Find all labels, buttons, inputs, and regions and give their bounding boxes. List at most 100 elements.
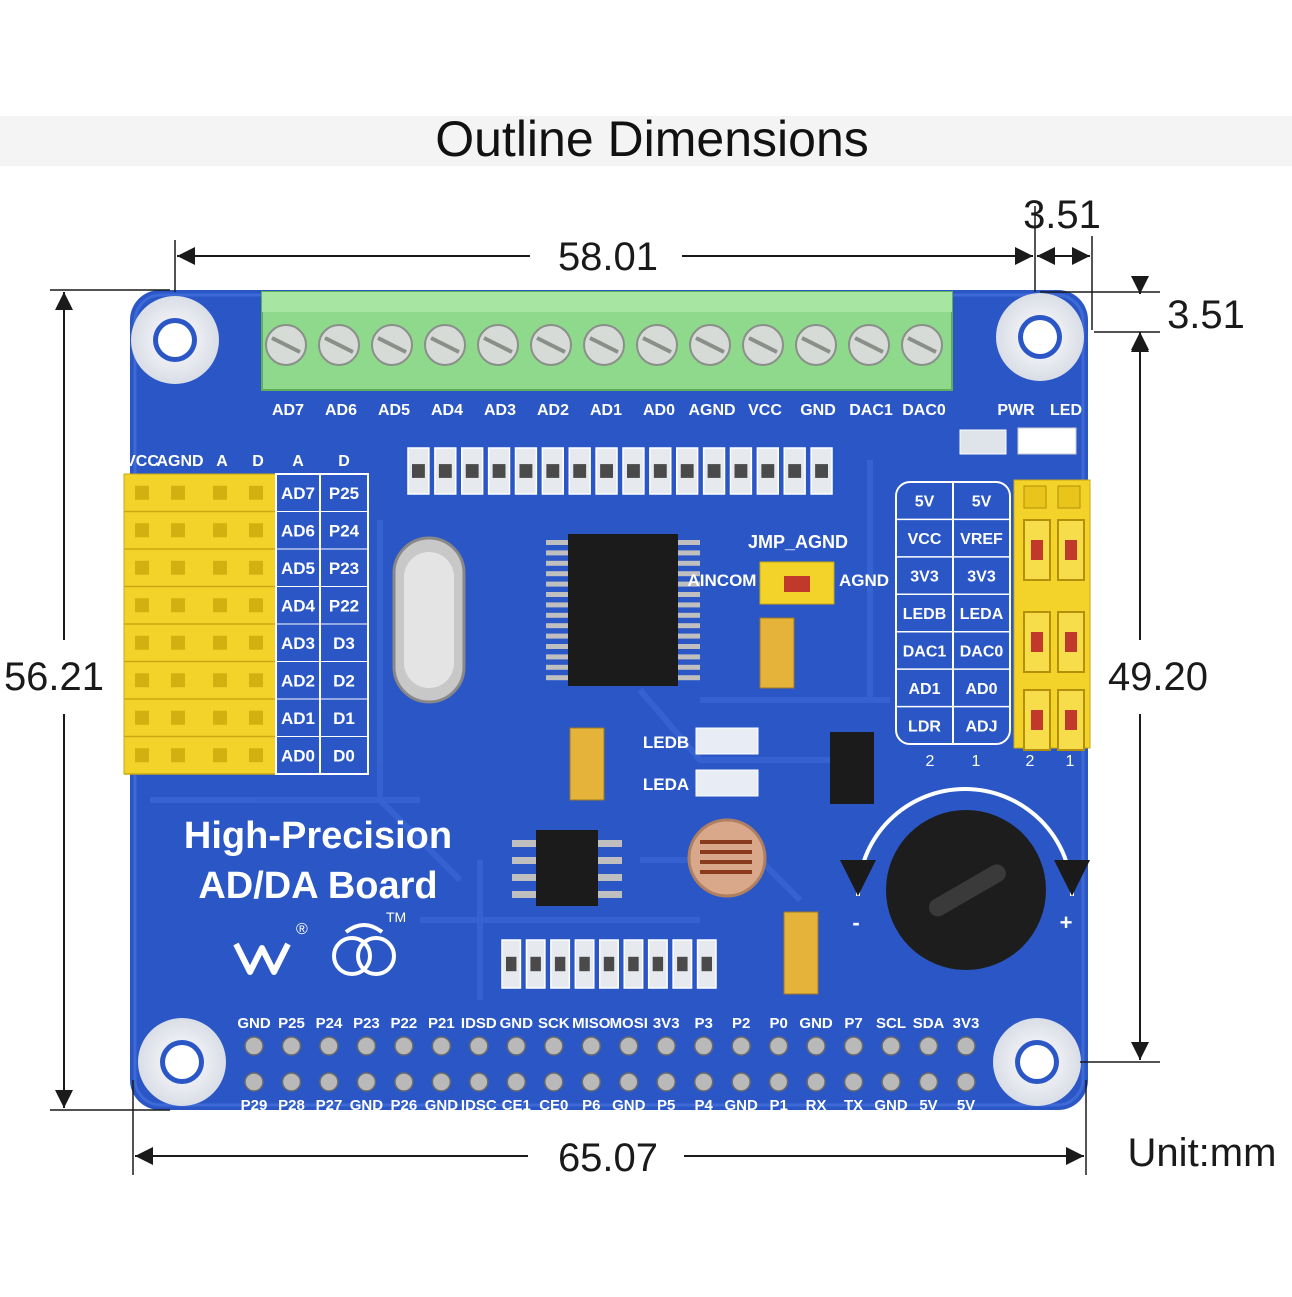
ledb-smd [695,727,759,755]
gpio-bottom-label: P5 [657,1097,675,1114]
header-pin [213,673,227,688]
terminal-label: DAC0 [902,402,946,419]
header-pin [171,710,185,725]
header-pin [135,523,149,538]
gpio-pin [731,1036,751,1056]
gpio-pin [506,1036,527,1056]
gpio-top-label: SCL [876,1015,906,1032]
header-pin [213,485,227,500]
mounting-hole-bottom-right [993,1018,1081,1106]
left-header-d-label: P25 [329,484,359,503]
adc-chip [546,534,700,686]
jumper-cap [1023,519,1051,581]
raspberry-logo: TM [332,909,406,976]
jumper-pin-number: 2 [1026,753,1035,770]
gpio-pin [469,1072,489,1092]
mounting-hole-top-left [131,296,219,384]
header-pin [249,560,263,575]
header-pin [171,748,185,763]
left-header-a-label: AD3 [281,634,315,653]
jumper-table-cell: AD0 [965,681,997,698]
header-pin [249,523,263,538]
gpio-top-label: P24 [316,1015,343,1032]
pot-minus: - [852,910,859,935]
gpio-pin [956,1036,976,1056]
gpio-top-label: P22 [391,1015,418,1032]
left-header-top-label: AGND [156,453,203,470]
gpio-bottom-label: GND [724,1097,758,1114]
jumper-table-cell: LEDB [903,606,947,623]
jumper-table-cell: 3V3 [910,569,939,586]
gpio-pin [881,1036,901,1056]
header-pin [135,710,149,725]
gpio-pin [281,1072,302,1092]
jumper-table-col-number: 1 [972,753,981,770]
board-name-line1: High-Precision [184,815,452,857]
dim-corner-y-value: 3.51 [1167,293,1245,337]
title-band [0,116,1292,166]
gpio-pin [618,1072,639,1092]
gpio-bottom-label: RX [806,1097,827,1114]
gpio-pin [693,1036,714,1056]
gpio-pin [656,1072,676,1092]
header-pin [213,523,227,538]
op-amp-chip [512,830,622,906]
jumper-table-cell: DAC1 [903,643,947,660]
gpio-bottom-label: P4 [695,1097,714,1114]
jumper-table-cell: ADJ [965,718,997,735]
gpio-bottom-label: P26 [391,1097,418,1114]
left-pin-header [123,473,277,775]
small-ic [830,732,874,804]
pwr-smd [959,429,1007,455]
dim-bottom-width-value: 65.07 [558,1136,658,1180]
gpio-top-label: 3V3 [953,1015,980,1032]
gpio-40-pin-header [244,1036,976,1092]
gpio-pin [656,1036,676,1056]
crystal-oscillator [392,536,466,704]
gpio-top-label: P2 [732,1015,750,1032]
left-header-top-label: VCC [125,453,159,470]
gpio-top-label: SCK [538,1015,570,1032]
header-pin [135,635,149,650]
jmp-aincom-label: AINCOM [688,571,757,590]
gpio-bottom-label: GND [350,1097,384,1114]
terminal-label: AD2 [537,402,569,419]
gpio-top-label: P21 [428,1015,455,1032]
jumper-table-col-number: 2 [926,753,935,770]
dim-corner-x-value: 3.51 [1023,193,1101,237]
right-jumper-header [1013,479,1091,751]
terminal-label: AD1 [590,402,622,419]
led-label: LED [1050,402,1082,419]
gpio-pin [843,1072,864,1092]
header-pin [213,710,227,725]
left-header-d-label: D2 [333,671,355,690]
gpio-top-label: GND [799,1015,833,1032]
gpio-pin [881,1072,901,1092]
gpio-pin [356,1036,377,1056]
jumper-table-cell: LEDA [960,606,1004,623]
potentiometer [840,787,1090,970]
header-pin [135,560,149,575]
gpio-bottom-label: GND [425,1097,459,1114]
gpio-pin [544,1036,564,1056]
gpio-pin [768,1036,789,1056]
ldr-sensor [687,818,767,898]
dim-left-height: 56.21 [4,292,104,1108]
dim-right-height: 49.20 [1108,334,1208,1060]
gpio-top-label: P3 [695,1015,713,1032]
gpio-bottom-label: TX [844,1097,863,1114]
gpio-top-label: GND [500,1015,534,1032]
waveshare-logo: ® [233,921,308,975]
header-pin [135,748,149,763]
tantalum-cap-3 [783,911,819,995]
left-header-top-label: D [338,453,350,470]
gpio-top-label: 3V3 [653,1015,680,1032]
dim-left-height-value: 56.21 [4,655,104,699]
dim-corner-y: 3.51 [1131,276,1245,350]
header-pin [249,598,263,613]
